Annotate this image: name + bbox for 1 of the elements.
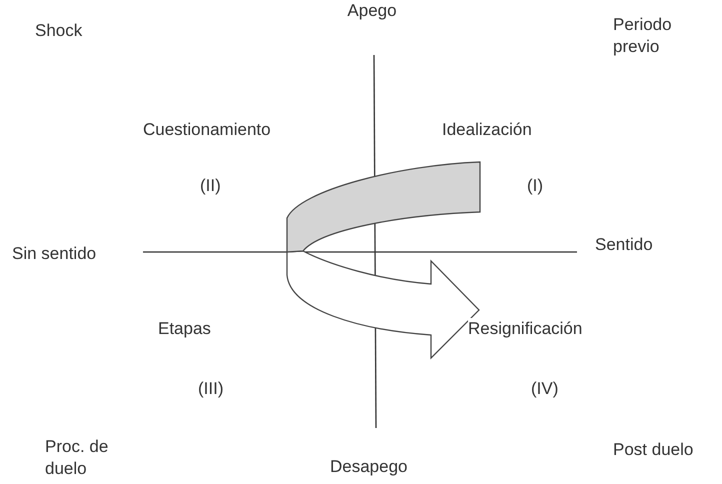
quadrant-label: Resignificación [468,318,582,340]
